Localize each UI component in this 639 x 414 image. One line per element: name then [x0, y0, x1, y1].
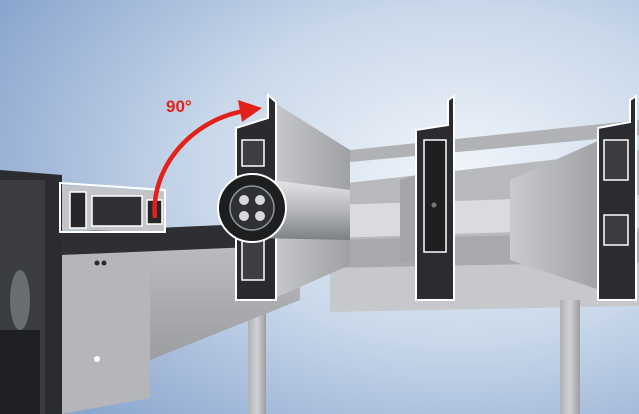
right-profile-slot-bottom [603, 214, 629, 246]
roller-hub [229, 185, 275, 231]
hub-bolt-4 [255, 211, 265, 221]
rotation-arrow-arc [152, 107, 251, 219]
machine-frame-base [0, 330, 40, 414]
middle-profile-hole [431, 202, 437, 208]
middle-profile-channel [423, 139, 447, 253]
vertical-profile-slot-top [241, 139, 265, 167]
machine-frame-cutout [10, 270, 30, 330]
right-profile-section [597, 94, 637, 301]
middle-bracket [400, 175, 416, 262]
support-leg-center [248, 302, 266, 414]
vertical-profile-slot-bottom [241, 239, 265, 281]
right-profile-wing [510, 140, 600, 290]
rotation-angle-label: 90° [166, 97, 192, 116]
hub-bolt-1 [239, 195, 249, 205]
hub-bolt-2 [255, 195, 265, 205]
beam-bolt-lower [94, 356, 100, 362]
flat-profile-slot-center [91, 195, 143, 227]
beam-bolt-upper-2 [101, 260, 107, 266]
main-beam-front-face [62, 252, 150, 414]
hub-bolt-3 [239, 211, 249, 221]
flat-profile-slot-left [69, 191, 87, 229]
flat-profile-outline [59, 181, 166, 233]
beam-bolt-upper [94, 260, 100, 266]
rotation-arrow-head [238, 100, 262, 122]
right-profile-slot-top [603, 139, 629, 181]
support-leg-right [560, 300, 580, 414]
